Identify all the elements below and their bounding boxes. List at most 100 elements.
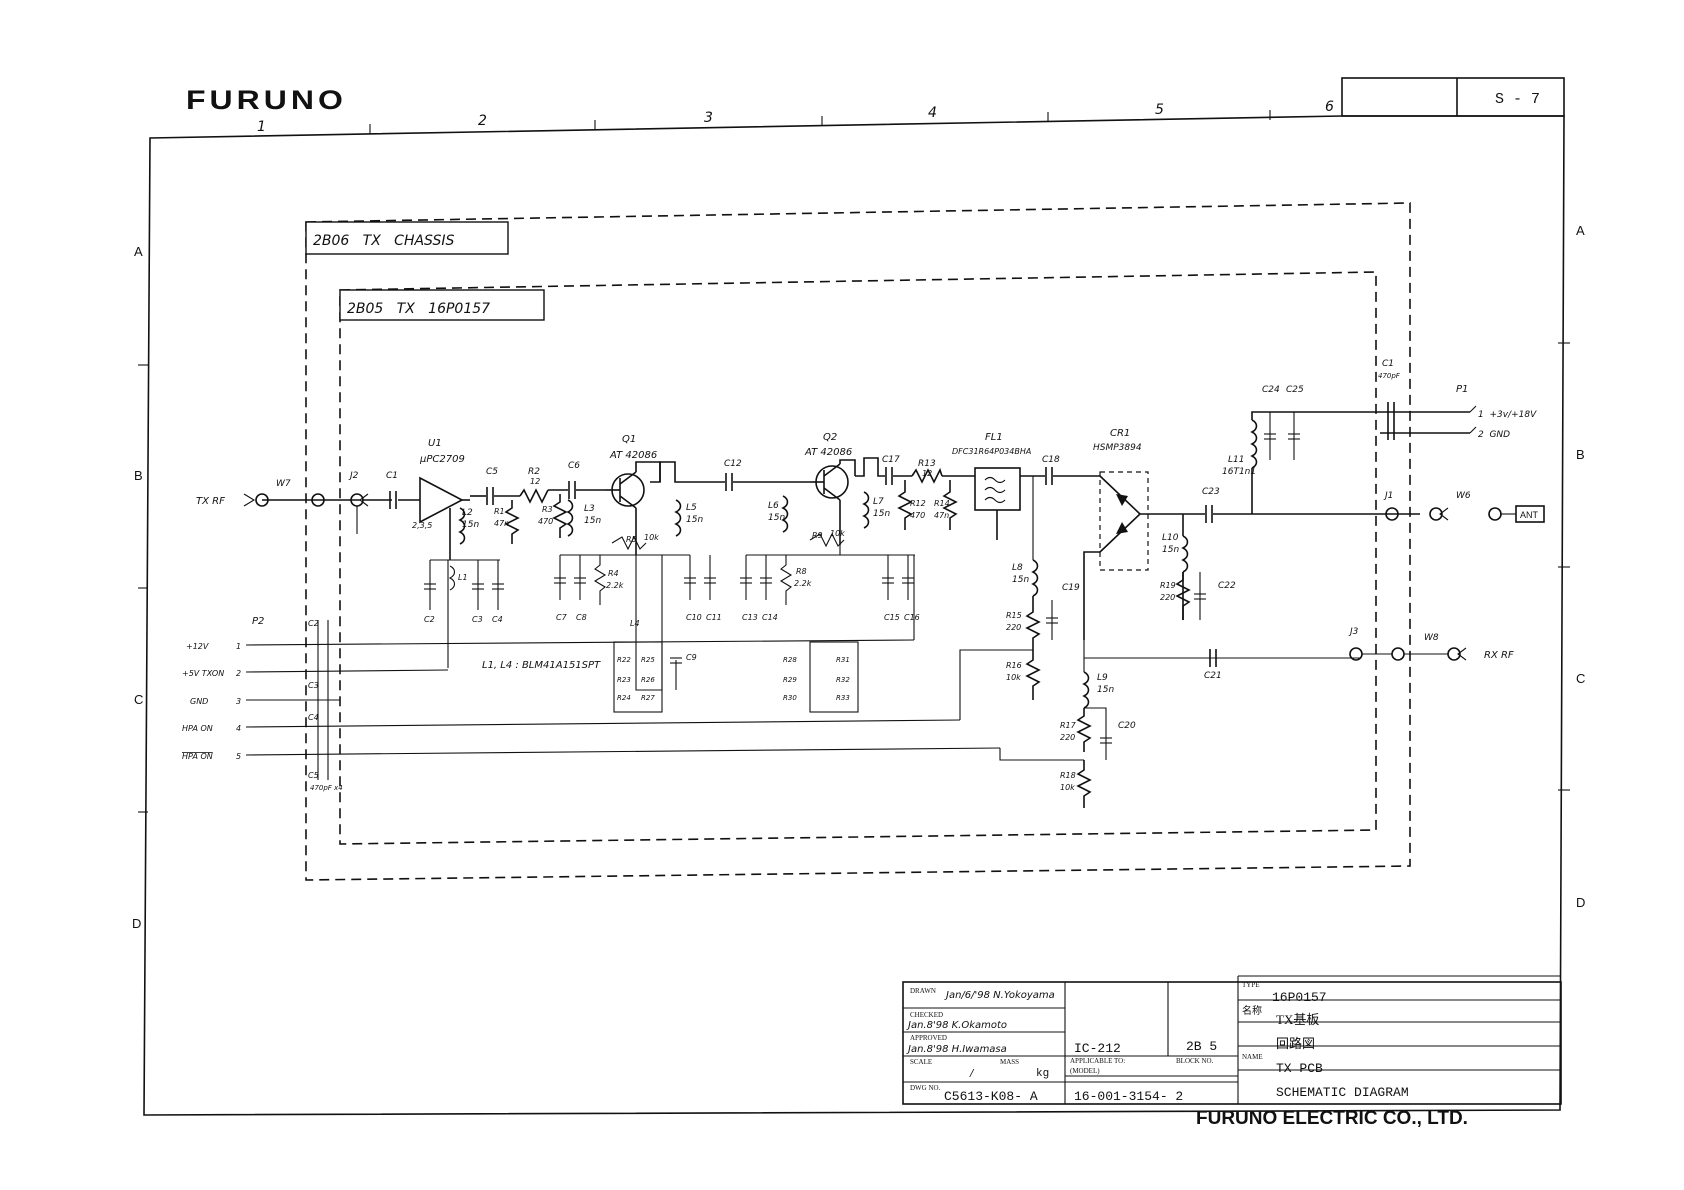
ant-connector	[1385, 505, 1545, 523]
c4-ref: C4	[492, 615, 503, 624]
p2-pin5-num: 5	[236, 752, 241, 761]
filter-fl1	[974, 467, 1021, 540]
r8-val: 2.2k	[794, 579, 812, 588]
c16-ref: C16	[904, 613, 920, 622]
r2-ref: R2	[528, 467, 540, 477]
r19-ref: R19	[1160, 581, 1176, 590]
r12-ref: R12	[910, 499, 926, 508]
p2-pin4-num: 4	[236, 724, 241, 733]
l9-ref: L9	[1097, 673, 1108, 683]
zone-rows: A B C D A B C D	[132, 223, 1585, 931]
diagram-value: SCHEMATIC DIAGRAM	[1276, 1085, 1409, 1100]
drawn-value: Jan/6/'98 N.Yokoyama	[944, 990, 1055, 1001]
l10-ref: L10	[1162, 533, 1179, 543]
q2-bias-network	[740, 532, 915, 713]
l3-ref: L3	[584, 504, 595, 514]
u1-pins: 2,3,5	[412, 521, 432, 530]
drawn-label: DRAWN	[910, 987, 936, 995]
zone-columns: 1 2 3 4 5 6	[257, 99, 1334, 135]
r9-ref: R9	[812, 531, 823, 540]
q1-part: AT 42086	[609, 450, 657, 461]
c2-ref: C2	[424, 615, 435, 624]
r17-val: 220	[1060, 733, 1075, 742]
page-number-box: S - 7	[1341, 77, 1565, 117]
diode-switch-cr1	[1083, 471, 1149, 640]
c1-right-val: 470pF	[1378, 372, 1401, 380]
r2-val: 12	[530, 477, 540, 486]
chassis-label: 2B06 TX CHASSIS	[313, 233, 454, 249]
dwg-value: C5613-K08- A	[944, 1089, 1038, 1104]
c23-ref: C23	[1202, 487, 1220, 497]
series-resistors	[519, 467, 943, 504]
p1-pin1: 1 +3v/+18V	[1478, 410, 1537, 420]
zone-row-c-left: C	[134, 692, 143, 707]
p1-ref: P1	[1456, 384, 1468, 395]
r5-val: 10k	[644, 533, 659, 542]
r12-val: 470	[910, 511, 925, 520]
l10-val: 15n	[1162, 545, 1179, 555]
c20-ref: C20	[1118, 721, 1136, 731]
c7-ref: C7	[556, 613, 568, 622]
cr1-part: HSMP3894	[1093, 443, 1142, 453]
rnet2-r33: R33	[836, 694, 850, 702]
name-label: NAME	[1242, 1053, 1263, 1061]
r15-ref: R15	[1006, 611, 1022, 620]
l5-ref: L5	[686, 503, 697, 513]
p2-pin4-label: HPA ON	[182, 724, 213, 733]
r18-ref: R18	[1060, 771, 1076, 780]
c19-ref: C19	[1062, 583, 1080, 593]
l4-ref: L4	[630, 619, 640, 628]
r1-ref: R1	[494, 507, 505, 516]
type-label: TYPE	[1242, 981, 1260, 989]
u1-part: μPC2709	[419, 454, 465, 465]
c21-ref: C21	[1204, 671, 1222, 681]
ant-label: ANT	[1520, 510, 1539, 520]
zone-col-5: 5	[1155, 102, 1164, 118]
w8-label: W8	[1424, 633, 1439, 643]
l3-val: 15n	[584, 516, 601, 526]
tx-rf-label: TX RF	[196, 496, 225, 507]
applicable-label: APPLICABLE TO:	[1070, 1057, 1125, 1065]
company-name: FURUNO ELECTRIC CO., LTD.	[1196, 1108, 1468, 1129]
checked-label: CHECKED	[910, 1011, 943, 1019]
l8-ref: L8	[1012, 563, 1023, 573]
r14-val: 47n	[934, 511, 949, 520]
approved-label: APPROVED	[910, 1034, 947, 1042]
model-label: (MODEL)	[1070, 1067, 1100, 1075]
l7-val: 15n	[873, 509, 890, 519]
fl1-ref: FL1	[985, 432, 1003, 443]
c1-right-ref: C1	[1382, 359, 1394, 369]
p2-pin1-label: +12V	[186, 642, 209, 651]
p2-cap-c3: C3	[308, 681, 319, 690]
l1-ref: L1	[458, 573, 468, 582]
p2-pin5-label: HPA ON	[182, 752, 213, 761]
shunt-resistors	[504, 480, 1191, 808]
chassis-boundary	[305, 202, 1411, 881]
rnet2-r28: R28	[783, 656, 797, 664]
rnet1-r22: R22	[617, 656, 631, 664]
drawing-frame	[143, 115, 1565, 1116]
tx-rf-input	[243, 493, 369, 534]
furuno-logo: FURUNO	[186, 85, 347, 115]
c1-left-ref: C1	[386, 471, 398, 481]
zone-row-d-left: D	[132, 916, 141, 931]
r16-ref: R16	[1006, 661, 1022, 670]
cr1-ref: CR1	[1110, 428, 1130, 439]
p2-pin3-label: GND	[190, 697, 208, 706]
c11-ref: C11	[706, 613, 722, 622]
r4-ref: R4	[608, 569, 619, 578]
page-number: S - 7	[1495, 91, 1540, 108]
scale-label: SCALE	[910, 1058, 932, 1066]
rnet1-r24: R24	[617, 694, 631, 702]
rnet1-r27: R27	[641, 694, 655, 702]
rnet2-r30: R30	[783, 694, 797, 702]
transistor-q2	[810, 459, 856, 545]
scale-value: /	[969, 1068, 975, 1079]
rx-rf-label: RX RF	[1484, 650, 1514, 661]
zone-row-a-right: A	[1576, 223, 1585, 238]
resistor-network-1: R22 R23 R24 R25 R26 R27	[617, 656, 655, 702]
p1-connector	[1380, 402, 1477, 440]
r18-val: 10k	[1060, 783, 1075, 792]
c8-ref: C8	[576, 613, 587, 622]
